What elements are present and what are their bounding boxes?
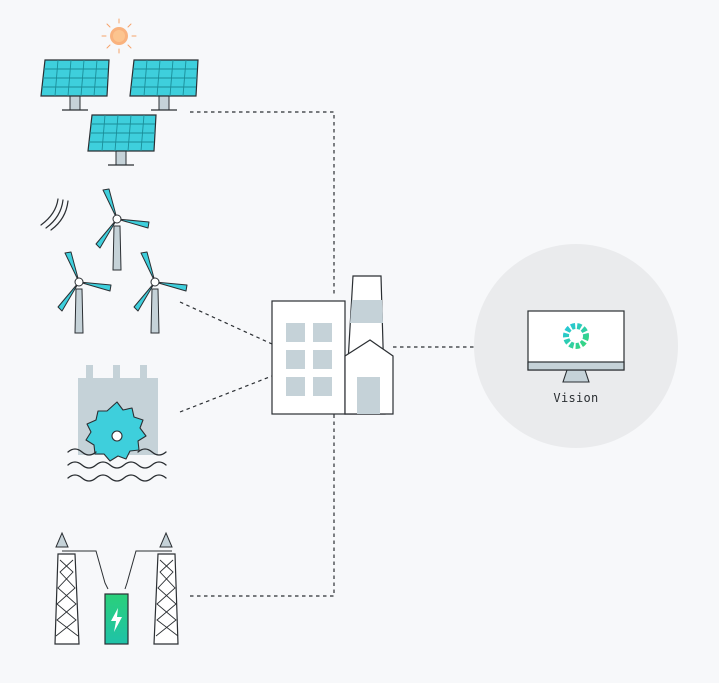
connector-grid: [190, 414, 335, 597]
vision-node[interactable]: Vision: [474, 244, 678, 448]
monitor-icon: [527, 310, 625, 383]
power-pylon-icon: [54, 531, 179, 645]
wind-turbine-1: [95, 188, 150, 271]
wind-turbine-2: [57, 251, 112, 334]
vision-label: Vision: [553, 391, 598, 405]
sun-icon: [101, 18, 137, 54]
wind-gust-icon: [40, 198, 69, 231]
connector-wind: [179, 301, 273, 345]
solar-panel-1: [40, 59, 110, 111]
battery-icon: [104, 593, 129, 645]
wind-turbine-3: [133, 251, 188, 334]
logo-ring-icon: [563, 323, 589, 349]
solar-panel-3: [87, 114, 157, 166]
hydro-water-wheel-icon: [67, 365, 167, 482]
connector-lines: [179, 111, 476, 597]
solar-panel-2: [129, 59, 199, 111]
connector-hydro: [179, 375, 273, 413]
connector-solar: [190, 111, 335, 295]
factory-icon: [271, 275, 394, 415]
